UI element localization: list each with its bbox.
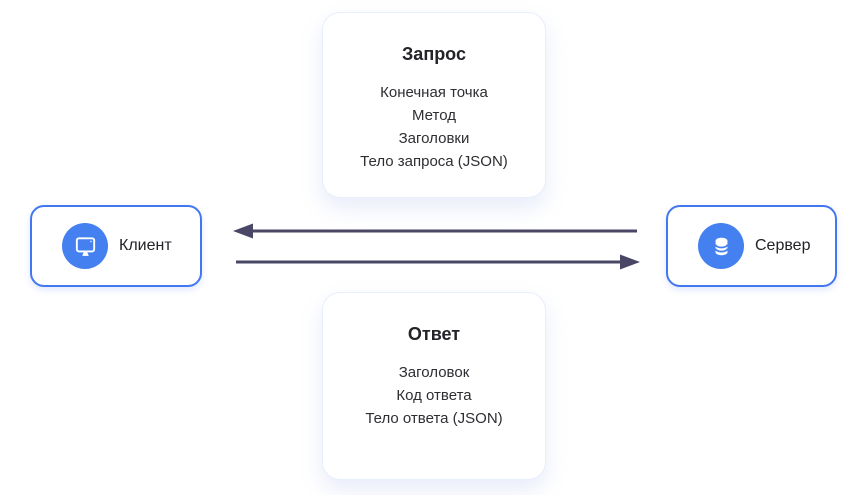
response-card-item: Тело ответа (JSON)	[365, 410, 503, 427]
request-card-title: Запрос	[402, 44, 466, 64]
response-card: Ответ Заголовок Код ответа Тело ответа (…	[322, 292, 546, 480]
server-node-label: Сервер	[755, 237, 811, 254]
response-card-title: Ответ	[407, 324, 461, 344]
database-icon	[698, 223, 744, 269]
client-node: Клиент	[30, 205, 202, 287]
request-card-item: Конечная точка	[380, 84, 488, 101]
response-card-item: Код ответа	[396, 387, 472, 404]
response-card-item: Заголовок	[398, 364, 470, 381]
response-arrow	[233, 223, 637, 239]
request-card-item: Тело запроса (JSON)	[360, 153, 508, 170]
client-node-label: Клиент	[119, 237, 172, 254]
monitor-icon	[62, 223, 108, 269]
request-card-item: Метод	[412, 107, 456, 124]
request-arrow	[236, 254, 640, 270]
request-card-item: Заголовки	[398, 130, 470, 147]
server-node: Сервер	[666, 205, 837, 287]
request-card: Запрос Конечная точка Метод Заголовки Те…	[322, 12, 546, 198]
